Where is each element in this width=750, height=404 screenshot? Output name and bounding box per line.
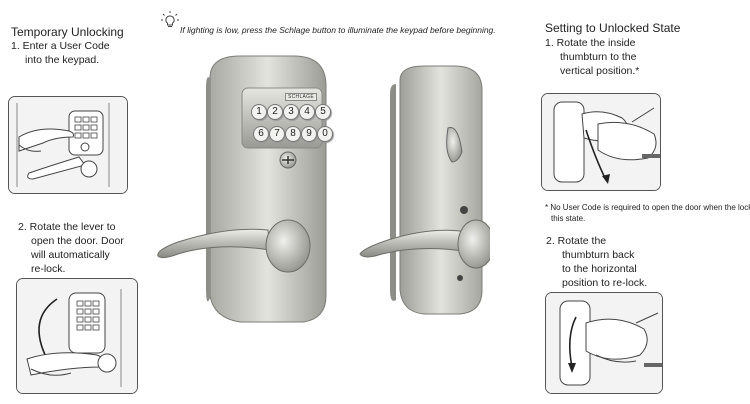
keypad-key-0[interactable]: 0 <box>317 126 333 142</box>
left-step2-line4: re-lock. <box>31 263 66 275</box>
schlage-brand-badge: SCHLAGE <box>285 93 317 101</box>
right-step1-line1: 1. Rotate the inside <box>545 37 636 49</box>
right-step1-line2: thumbturn to the <box>560 51 637 63</box>
thumbturn-icon <box>446 127 463 163</box>
left-step2-line2: open the door. Door <box>31 235 124 247</box>
lightbulb-icon <box>161 11 179 27</box>
keypad-key-4[interactable]: 4 <box>299 104 315 120</box>
left-step2-line3: will automatically <box>31 249 110 261</box>
keypad-key-2[interactable]: 2 <box>267 104 283 120</box>
tip-text: If lighting is low, press the Schlage bu… <box>180 25 496 35</box>
setting-unlocked-heading: Setting to Unlocked State <box>545 21 681 35</box>
lever-rotate-illustration <box>16 278 138 394</box>
keypad-row-2: 6 7 8 9 0 <box>253 126 333 144</box>
keypad-key-1[interactable]: 1 <box>251 104 267 120</box>
keypad-key-8[interactable]: 8 <box>285 126 301 142</box>
keypad-lock-lever <box>157 151 311 273</box>
keypad-key-6[interactable]: 6 <box>253 126 269 142</box>
tip-row: If lighting is low, press the Schlage bu… <box>160 10 520 35</box>
unlocked-note-line1: * No User Code is required to open the d… <box>545 203 750 212</box>
keypad-key-3[interactable]: 3 <box>283 104 299 120</box>
right-step1-line3: vertical position.* <box>560 65 640 77</box>
keypad-key-9[interactable]: 9 <box>301 126 317 142</box>
right-step2-line2: thumbturn back <box>562 249 635 261</box>
temporary-unlocking-heading: Temporary Unlocking <box>11 25 124 39</box>
inside-lever-lock-image <box>359 65 490 315</box>
right-step2-line4: position to re-lock. <box>562 277 648 289</box>
keypad-key-7[interactable]: 7 <box>269 126 285 142</box>
left-step2-line1: 2. Rotate the lever to <box>18 221 116 233</box>
left-step1-line2: into the keypad. <box>25 54 100 66</box>
unlocked-note-line2: this state. <box>551 214 586 223</box>
right-step2-line3: to the horizontal <box>562 263 637 275</box>
right-step2-line1: 2. Rotate the <box>546 235 607 247</box>
keypad-entry-illustration <box>8 96 128 194</box>
thumbturn-horizontal-illustration <box>545 292 663 394</box>
keypad-row-1: 1 2 3 4 5 <box>251 104 331 122</box>
left-step1-line1: 1. Enter a User Code <box>11 40 110 52</box>
thumbturn-vertical-illustration <box>541 93 661 191</box>
keypad-key-5[interactable]: 5 <box>315 104 331 120</box>
